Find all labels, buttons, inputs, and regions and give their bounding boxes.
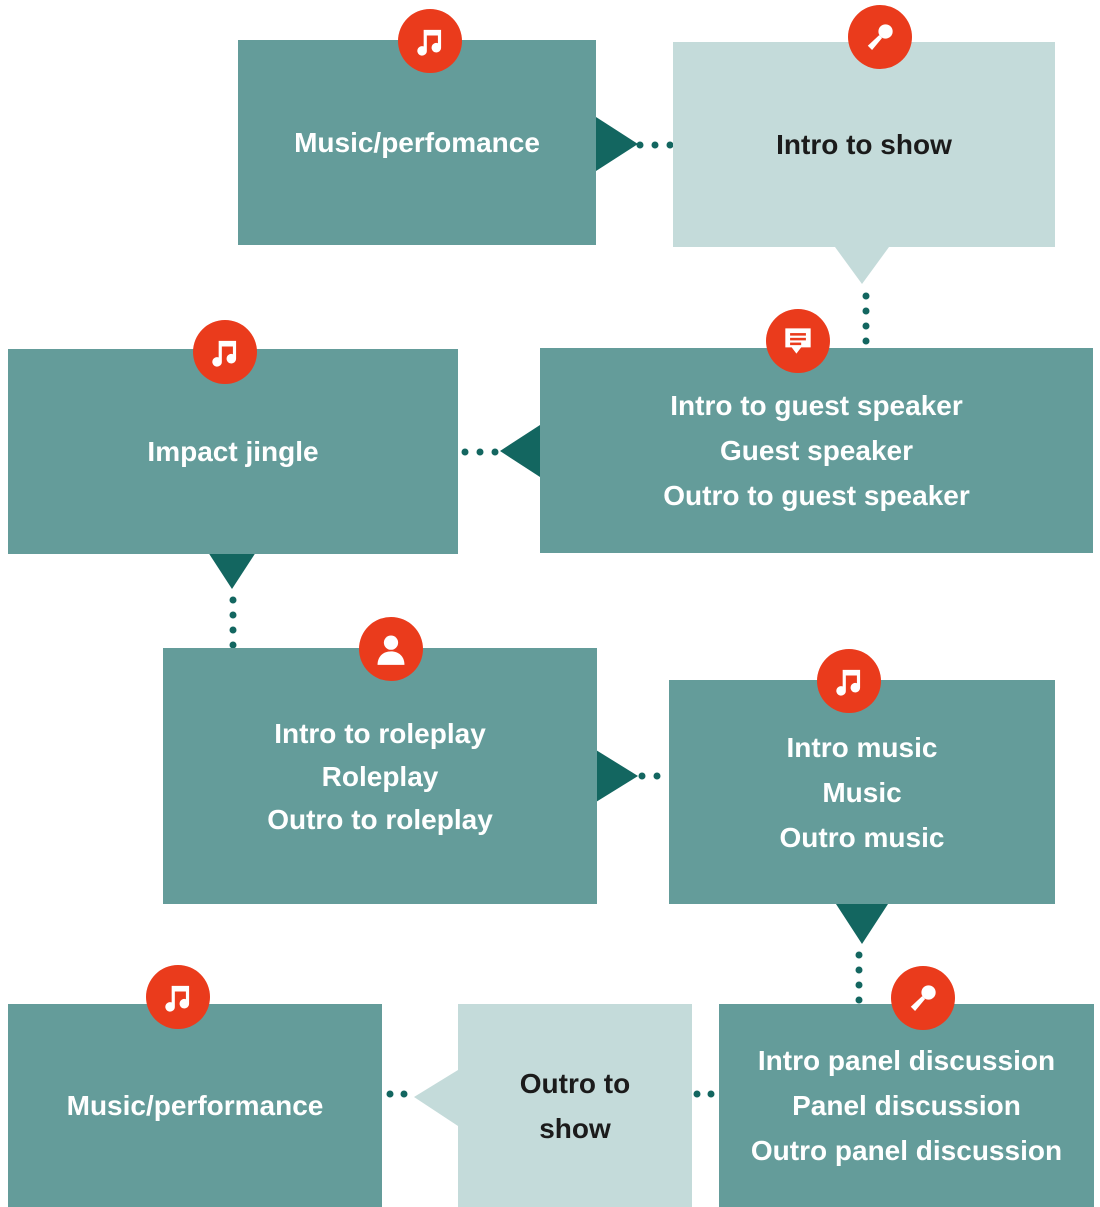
dot [491,448,499,456]
step-5-line-2: Roleplay [321,760,439,792]
dot [651,141,659,149]
step-5-line-1: Intro to roleplay [274,717,486,749]
arrow-step6-to-step7 [836,904,888,944]
dot [229,641,237,649]
step-box-2: Intro to show [673,42,1055,247]
step-6-line-3: Outro music [779,821,945,853]
dot [855,996,863,1004]
dot [386,1090,394,1098]
step-4-line-1: Impact jingle [147,436,319,467]
speech-bubble-icon [766,309,830,373]
speech-tail-step8 [414,1070,458,1126]
arrow-step1-to-step2 [596,117,638,171]
dot [476,448,484,456]
microphone-icon [848,5,912,69]
dot [862,337,870,345]
speech-tail-step2 [835,247,889,284]
step-3-line-2: Guest speaker [720,435,913,466]
step-7-line-3: Outro panel discussion [750,1135,1063,1166]
dot [693,1090,701,1098]
step-box-4: Impact jingle [8,349,458,554]
step-2-line-1: Intro to show [776,129,952,160]
step-6-line-1: Intro music [786,731,938,763]
dot [461,448,469,456]
arrow-step3-to-step4 [500,425,540,477]
dot [229,611,237,619]
step-8-line-1: Outro to [519,1067,631,1099]
step-box-7: Intro panel discussion Panel discussion … [719,1004,1094,1207]
dot [638,772,646,780]
dot [862,307,870,315]
step-7-line-1: Intro panel discussion [757,1045,1056,1076]
dot [653,772,661,780]
dot [229,626,237,634]
dot [400,1090,408,1098]
step-3-line-3: Outro to guest speaker [663,480,970,511]
dot [855,951,863,959]
dot [666,141,674,149]
step-5-line-3: Outro to roleplay [267,803,493,835]
step-box-6: Intro music Music Outro music [669,680,1055,904]
music-note-icon [193,320,257,384]
person-icon [359,617,423,681]
step-6-line-2: Music [822,776,902,808]
dot [855,966,863,974]
step-box-8: Outro to show [458,1004,692,1207]
dot [229,596,237,604]
music-note-icon [398,9,462,73]
arrow-step4-to-step5 [206,549,258,589]
dot [862,292,870,300]
dot [636,141,644,149]
arrow-step5-to-step6 [596,750,638,802]
step-box-1: Music/perfomance [238,40,596,245]
step-8-line-2: show [539,1112,611,1144]
step-9-line-1: Music/performance [66,1090,324,1121]
step-1-line-1: Music/perfomance [294,127,540,158]
microphone-icon [891,966,955,1030]
step-box-9: Music/performance [8,1004,382,1207]
step-3-line-1: Intro to guest speaker [670,390,963,421]
step-box-5: Intro to roleplay Roleplay Outro to role… [163,648,597,904]
step-box-3: Intro to guest speaker Guest speaker Out… [540,348,1093,553]
dot [862,322,870,330]
dot [855,981,863,989]
step-7-line-2: Panel discussion [792,1090,1021,1121]
dot [707,1090,715,1098]
music-note-icon [817,649,881,713]
music-note-icon [146,965,210,1029]
